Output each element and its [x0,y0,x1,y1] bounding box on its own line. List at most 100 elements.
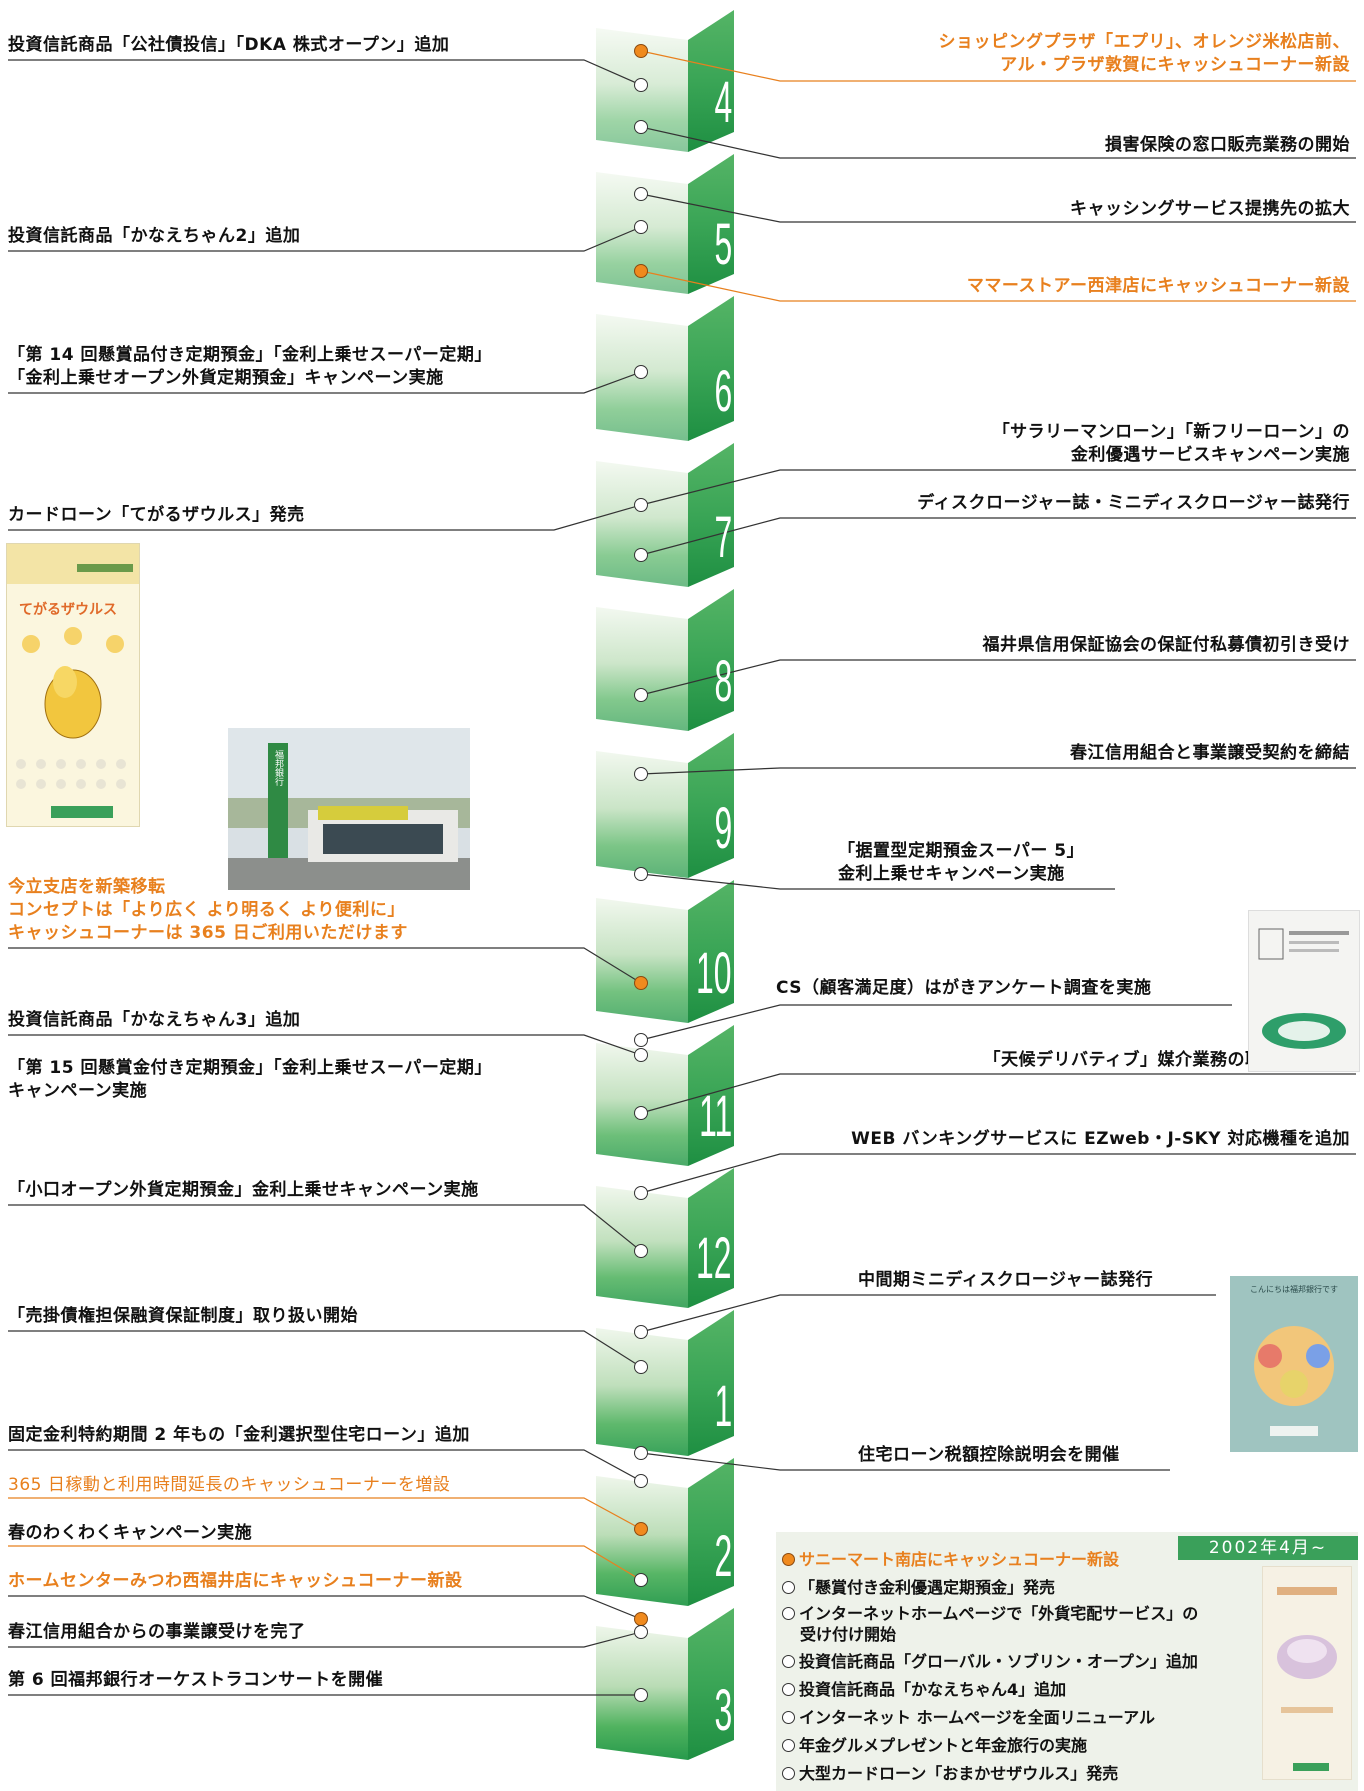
block-side [688,1168,734,1308]
right-event: ディスクロージャー誌・ミニディスクロージャー誌発行 [917,493,1350,513]
right-event: ママーストアー西津店にキャッシュコーナー新設 [966,276,1350,296]
info-item: サニーマート南店にキャッシュコーナー新設 [782,1549,1119,1570]
timeline-dot [634,1474,648,1488]
timeline-dot [634,1325,648,1339]
postcard-illustration [1258,928,1349,1049]
bullet-icon [782,1655,795,1668]
timeline-dot [634,1186,648,1200]
block-front [596,461,688,587]
info-item: インターネットホームページで「外貨宅配サービス」の [782,1603,1198,1624]
survey-postcard-image [1248,910,1360,1072]
right-event: 金利上乗せキャンペーン実施 [838,864,1065,884]
left-event: 春江信用組合からの事業譲受けを完了 [8,1622,306,1642]
month-label: 6 [714,359,732,424]
left-event: 今立支店を新築移転 [8,877,166,897]
month-label: 3 [714,1678,732,1743]
timeline-dot [634,867,648,881]
left-event: 「小口オープン外貨定期預金」金利上乗せキャンペーン実施 [8,1180,479,1200]
bullet-icon [782,1711,795,1724]
right-event: 住宅ローン税額控除説明会を開催 [858,1445,1120,1465]
left-event: 固定金利特約期間 2 年もの「金利選択型住宅ローン」追加 [8,1425,470,1445]
info-box-period: 2002年4月~ [1178,1536,1358,1560]
left-event: 春のわくわくキャンペーン実施 [8,1523,253,1543]
block-side [688,1458,734,1606]
month-block [596,589,734,731]
left-event: 「金利上乗せオープン外貨定期預金」キャンペーン実施 [8,368,444,388]
timeline-dot [634,688,648,702]
month-label: 7 [714,505,732,570]
info-item: 投資信託商品「グローバル・ソブリン・オープン」追加 [782,1651,1198,1672]
bullet-icon [782,1739,795,1752]
block-front [596,607,688,731]
right-event: 福井県信用保証協会の保証付私募債初引き受け [982,635,1350,655]
info-item-text: 年金グルメプレゼントと年金旅行の実施 [799,1736,1088,1755]
left-event: カードローン「てがるザウルス」発売 [8,505,305,525]
month-label: 2 [714,1524,732,1589]
bullet-icon [782,1767,795,1780]
left-event: 第 6 回福邦銀行オーケストラコンサートを開催 [8,1670,384,1690]
month-block [596,10,734,152]
card-loan-leaflet-image: てがるザウルス [6,543,140,827]
info-item-text: 投資信託商品「かなえちゃん4」追加 [799,1680,1067,1699]
block-side [688,154,734,294]
right-event: キャッシングサービス提携先の拡大 [1070,199,1350,219]
bullet-icon [782,1553,795,1566]
month-label: 9 [714,796,732,861]
month-label: 12 [696,1226,732,1291]
booklet-title: こんにちは福邦銀行です [1250,1284,1338,1294]
info-item-continued: 受け付け開始 [800,1625,897,1644]
timeline-dot [634,1688,648,1702]
right-event: WEB バンキングサービスに EZweb・J-SKY 対応機種を追加 [851,1129,1350,1149]
left-event: 「第 14 回懸賞品付き定期預金」「金利上乗せスーパー定期」 [8,345,492,365]
info-item: インターネット ホームページを全面リニューアル [782,1707,1155,1728]
month-label: 10 [696,941,732,1006]
timeline-dot [634,1244,648,1258]
month-block [596,296,734,441]
info-item: 投資信託商品「かなえちゃん4」追加 [782,1679,1066,1700]
month-label: 4 [714,70,732,135]
pension-leaflet-illustration [1277,1587,1337,1771]
block-front [596,751,688,878]
pension-campaign-leaflet-image [1262,1566,1352,1780]
timeline-dot [634,220,648,234]
orange-timeline-dot [634,1612,648,1626]
left-event: 365 日稼動と利用時間延長のキャッシュコーナーを増設 [8,1475,451,1495]
info-box [776,1532,1358,1791]
right-event: 「据置型定期預金スーパー 5」 [838,841,1085,861]
info-item-text: インターネットホームページで「外貨宅配サービス」の [799,1604,1199,1623]
timeline-dot [634,1446,648,1460]
info-item-text: 「懸賞付き金利優遇定期預金」発売 [799,1578,1056,1597]
block-side [688,1310,734,1456]
month-block [596,1608,734,1760]
bullet-icon [782,1683,795,1696]
month-block [596,1310,734,1456]
timeline-dot [634,1048,648,1062]
building-illustration: 福邦銀行 [228,728,470,890]
timeline-dot [634,365,648,379]
left-event: 投資信託商品「かなえちゃん3」追加 [8,1010,301,1030]
right-event: 中間期ミニディスクロージャー誌発行 [858,1270,1154,1290]
left-event: 投資信託商品「かなえちゃん2」追加 [8,226,301,246]
month-label: 1 [714,1374,732,1439]
info-item-text: 大型カードローン「おまかせザウルス」発売 [799,1764,1119,1783]
timeline-dot [634,1360,648,1374]
timeline-dot [634,1106,648,1120]
month-block [596,880,734,1023]
block-front [596,898,688,1023]
info-item: 「懸賞付き金利優遇定期預金」発売 [782,1577,1055,1598]
bullet-icon [782,1581,795,1594]
info-item: 大型カードローン「おまかせザウルス」発売 [782,1763,1118,1784]
left-event: ホームセンターみつわ西福井店にキャッシュコーナー新設 [8,1571,463,1591]
right-event: アル・プラザ敦賀にキャッシュコーナー新設 [1000,55,1350,75]
block-side [688,296,734,441]
right-event: 春江信用組合と事業譲受契約を締結 [1070,743,1350,763]
bullet-icon [782,1607,795,1620]
left-event: 投資信託商品「公社債投信」「DKA 株式オープン」追加 [8,35,450,55]
block-side [688,880,734,1023]
block-front [596,1328,688,1456]
month-block [596,1458,734,1606]
booklet-illustration: こんにちは福邦銀行です [1250,1284,1338,1436]
info-item-text: インターネット ホームページを全面リニューアル [799,1708,1155,1727]
info-item: 年金グルメプレゼントと年金旅行の実施 [782,1735,1087,1756]
